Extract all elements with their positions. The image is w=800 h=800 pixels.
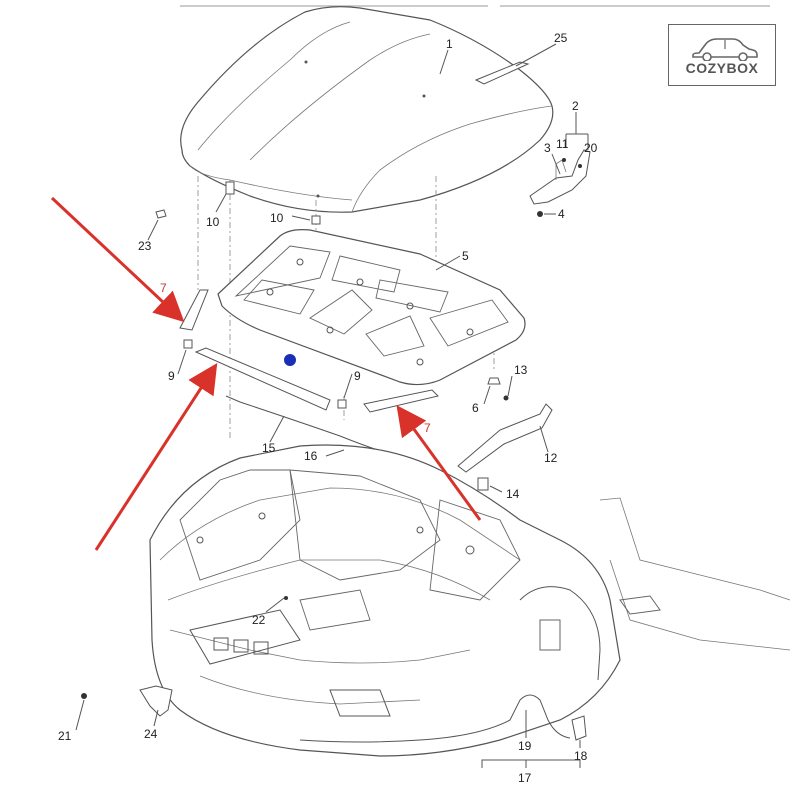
front-seal-strip bbox=[194, 347, 331, 411]
red-arrow-upper-left bbox=[50, 196, 185, 323]
callout-14: 14 bbox=[506, 487, 520, 501]
callout-18: 18 bbox=[574, 749, 588, 763]
callout-23: 23 bbox=[138, 239, 152, 253]
callout-7-right: 7 bbox=[424, 421, 431, 435]
hood-bracket-12 bbox=[457, 403, 553, 473]
grommet-6 bbox=[487, 377, 501, 385]
callout-10-left: 10 bbox=[206, 215, 220, 229]
side-seal-right bbox=[363, 389, 439, 413]
bolt-13 bbox=[503, 395, 509, 401]
callout-24: 24 bbox=[144, 727, 158, 741]
lower-cable bbox=[299, 694, 571, 743]
highlight-marker bbox=[284, 354, 296, 366]
callout-12: 12 bbox=[544, 451, 558, 465]
callout-3: 3 bbox=[544, 141, 551, 155]
callout-1: 1 bbox=[446, 37, 453, 51]
clip-9-left bbox=[183, 339, 193, 349]
connector-24 bbox=[139, 685, 173, 717]
vehicle-front-body bbox=[149, 444, 621, 757]
callout-21: 21 bbox=[58, 729, 72, 743]
fender-right bbox=[519, 497, 791, 681]
callout-25: 25 bbox=[554, 31, 568, 45]
side-seal-left bbox=[179, 289, 209, 331]
clip-23 bbox=[155, 209, 167, 219]
hood-seal-strip bbox=[474, 61, 530, 85]
car-icon bbox=[692, 38, 758, 61]
bumper-10-left bbox=[225, 181, 235, 195]
callout-19: 19 bbox=[518, 739, 532, 753]
callout-13: 13 bbox=[514, 363, 528, 377]
cozybox-logo: COZYBOX bbox=[668, 24, 776, 86]
red-arrows bbox=[50, 196, 482, 551]
bumper-14 bbox=[477, 477, 489, 491]
red-arrow-right bbox=[396, 405, 482, 521]
callout-20: 20 bbox=[584, 141, 598, 155]
hood-hinge bbox=[529, 149, 591, 217]
callout-10-center: 10 bbox=[270, 211, 284, 225]
leader-lines bbox=[75, 43, 589, 768]
callout-17: 17 bbox=[518, 771, 532, 785]
clip-9-right bbox=[337, 399, 347, 409]
callout-4: 4 bbox=[558, 207, 565, 221]
callout-9-right: 9 bbox=[354, 369, 361, 383]
callout-9-left: 9 bbox=[168, 369, 175, 383]
hood-panel bbox=[180, 6, 554, 213]
callout-16: 16 bbox=[304, 449, 318, 463]
callout-5: 5 bbox=[462, 249, 469, 263]
callout-15: 15 bbox=[262, 441, 276, 455]
sensor-18 bbox=[571, 715, 587, 741]
bolt-21 bbox=[81, 693, 87, 699]
callout-7-left: 7 bbox=[160, 281, 167, 295]
callout-labels: 1 2 3 4 5 6 7 7 9 9 10 10 11 12 13 14 15… bbox=[58, 31, 598, 785]
callout-22: 22 bbox=[252, 613, 266, 627]
callout-6: 6 bbox=[472, 401, 479, 415]
bumper-10-center bbox=[311, 215, 321, 225]
callout-11: 11 bbox=[556, 137, 569, 151]
hood-insulator-panel bbox=[217, 229, 526, 386]
red-arrow-lower-left bbox=[94, 362, 218, 551]
callout-2: 2 bbox=[572, 99, 579, 113]
logo-text: COZYBOX bbox=[685, 60, 759, 76]
bracket-17 bbox=[481, 759, 581, 768]
